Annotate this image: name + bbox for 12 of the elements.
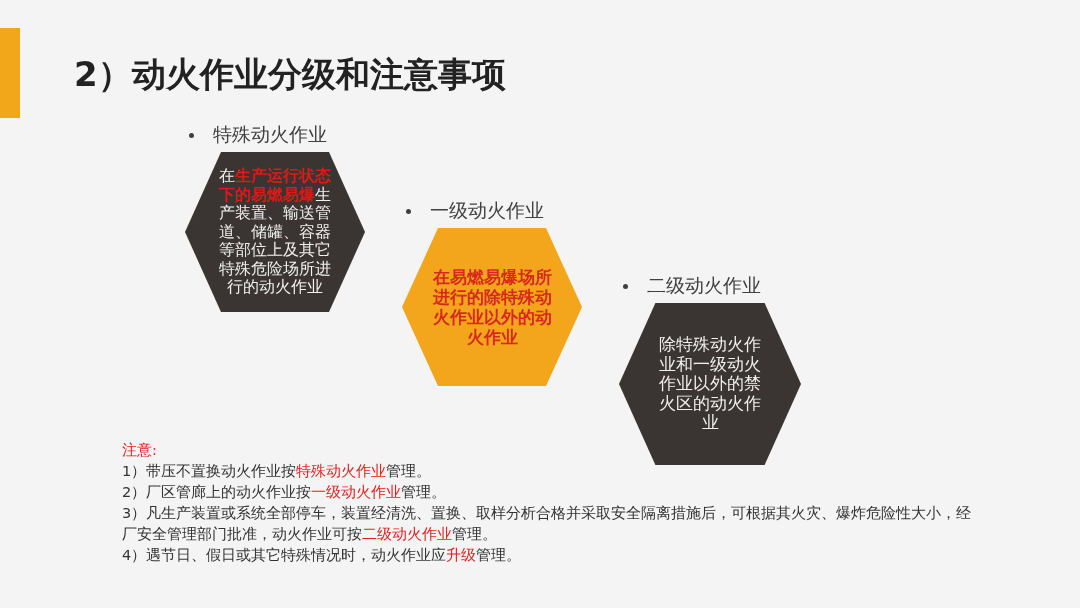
hexagon-heading: 一级动火作业 xyxy=(430,198,544,223)
hexagon-text: 在生产运行状态下的易燃易爆生产装置、输送管道、储罐、容器等部位上及其它特殊危险场所进行的动火作业 xyxy=(218,167,332,297)
note-item: 2）厂区管廊上的动火作业按一级动火作业管理。 xyxy=(122,483,448,502)
note-heading: 注意: xyxy=(122,441,157,460)
note-item: 3）凡生产装置或系统全部停车，装置经清洗、置换、取样分析合格并采取安全隔离措施后，可根据其火灾、爆炸危险性大小，经厂安全管理部门批准，动火作业可按二级动火作业管理。 xyxy=(122,504,973,544)
slide-title: 2）动火作业分级和注意事项 xyxy=(74,53,506,96)
hexagon-text: 在易燃易爆场所进行的除特殊动火作业以外的动火作业 xyxy=(431,267,553,347)
note-item: 1）带压不置换动火作业按特殊动火作业管理。 xyxy=(122,462,433,481)
hexagon-text: 除特殊动火作业和一级动火作业以外的禁火区的动火作业 xyxy=(658,335,762,433)
note-item: 4）遇节日、假日或其它特殊情况时，动火作业应升级管理。 xyxy=(122,546,523,565)
hexagon-heading: 特殊动火作业 xyxy=(213,122,327,147)
hexagon-heading: 二级动火作业 xyxy=(647,273,761,298)
